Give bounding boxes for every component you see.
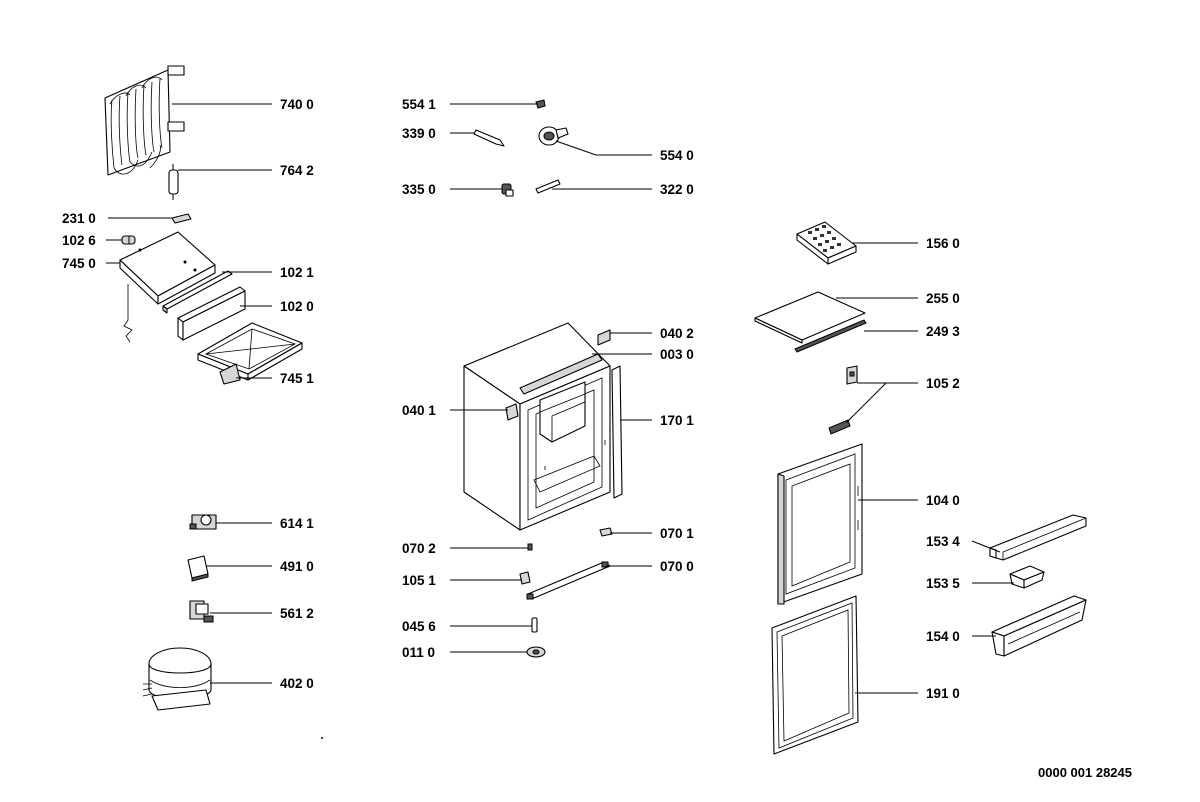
part-label-070-1: 070 1	[660, 526, 694, 541]
part-label-335-0: 335 0	[402, 182, 436, 197]
part-label-491-0: 491 0	[280, 559, 314, 574]
cover-part-491-0	[187, 555, 209, 582]
door-hinge-part-105-2	[828, 365, 858, 435]
part-label-764-2: 764 2	[280, 163, 314, 178]
part-label-745-0: 745 0	[62, 256, 96, 271]
side-strip-part-170-1	[611, 365, 623, 499]
document-reference-number: 0000 001 28245	[1038, 765, 1132, 780]
condenser-coil-part	[104, 65, 185, 176]
small-bin-part	[1009, 565, 1045, 589]
front-panel-part-102-0	[177, 286, 246, 341]
leader-line	[971, 540, 1001, 553]
part-label-102-0: 102 0	[280, 299, 314, 314]
knob-part-102-6	[121, 235, 136, 245]
part-label-045-6: 045 6	[402, 619, 436, 634]
base-bar-part-070-0	[526, 561, 611, 600]
shelf-trim-part	[794, 319, 867, 353]
door-part-104-0	[777, 443, 863, 605]
strip-part-102-1	[162, 270, 233, 314]
stray-dot	[321, 737, 323, 739]
part-label-249-3: 249 3	[926, 324, 960, 339]
refrigerator-cabinet-part	[463, 322, 611, 531]
part-label-040-2: 040 2	[660, 326, 694, 341]
part-label-745-1: 745 1	[280, 371, 314, 386]
part-label-104-0: 104 0	[926, 493, 960, 508]
part-label-102-6: 102 6	[62, 233, 96, 248]
part-label-402-0: 402 0	[280, 676, 314, 691]
hinge-part-105-1	[519, 571, 531, 585]
part-label-105-2: 105 2	[926, 376, 960, 391]
part-label-040-1: 040 1	[402, 403, 436, 418]
compressor-part	[142, 647, 212, 711]
part-label-105-1: 105 1	[402, 573, 436, 588]
screw-part-070-2	[527, 543, 533, 551]
pin-part-045-6	[531, 617, 538, 633]
part-label-561-2: 561 2	[280, 606, 314, 621]
hinge-part-040-2	[597, 329, 611, 346]
part-label-003-0: 003 0	[660, 347, 694, 362]
evaporator-plate-part	[119, 231, 216, 343]
ice-tray-part	[796, 221, 857, 265]
door-gasket-part	[771, 595, 859, 755]
part-label-102-1: 102 1	[280, 265, 314, 280]
part-label-191-0: 191 0	[926, 686, 960, 701]
part-label-255-0: 255 0	[926, 291, 960, 306]
part-label-070-0: 070 0	[660, 559, 694, 574]
foot-part-070-1	[599, 527, 613, 537]
part-label-554-0: 554 0	[660, 148, 694, 163]
leader-line	[555, 140, 597, 156]
hinge-part-040-1	[505, 403, 519, 421]
filter-drier-part	[168, 164, 179, 200]
part-label-070-2: 070 2	[402, 541, 436, 556]
part-label-154-0: 154 0	[926, 629, 960, 644]
part-label-156-0: 156 0	[926, 236, 960, 251]
relay-part-614-1	[189, 514, 217, 530]
part-label-554-1: 554 1	[402, 97, 436, 112]
glass-shelf-part	[754, 291, 866, 344]
bottle-rail-part	[989, 514, 1087, 561]
bracket-part-231	[171, 213, 192, 224]
clip-part-554-1	[535, 99, 546, 109]
part-label-322-0: 322 0	[660, 182, 694, 197]
leader-line	[845, 382, 887, 424]
thermostat-part-561-2	[189, 600, 214, 623]
part-label-740-0: 740 0	[280, 97, 314, 112]
probe-part-339-0	[473, 129, 505, 147]
part-label-011-0: 011 0	[402, 645, 435, 660]
part-label-231-0: 231 0	[62, 211, 96, 226]
washer-part-011-0	[526, 646, 546, 658]
drip-tray-part	[197, 322, 303, 385]
part-label-614-1: 614 1	[280, 516, 314, 531]
bulb-part-335-0	[501, 183, 514, 197]
part-label-339-0: 339 0	[402, 126, 436, 141]
lamp-cover-part-322-0	[535, 179, 561, 194]
part-label-170-1: 170 1	[660, 413, 694, 428]
part-label-153-4: 153 4	[926, 534, 960, 549]
thermostat-knob-part	[538, 126, 569, 146]
door-bin-part	[991, 595, 1087, 657]
part-label-153-5: 153 5	[926, 576, 960, 591]
